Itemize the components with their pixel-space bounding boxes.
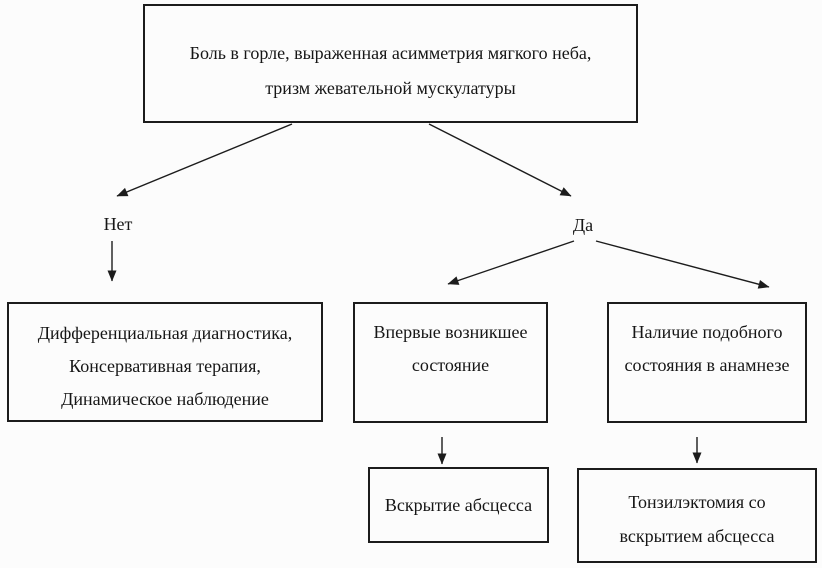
arrow-yes-to-first-episode	[447, 240, 575, 285]
node-text-line: Консервативная терапия,	[69, 356, 261, 376]
arrow-yes-to-history	[595, 240, 770, 289]
arrow-symptoms-to-yes	[428, 123, 572, 197]
node-first-episode: Впервые возникшее состояние	[353, 302, 548, 423]
node-text-line: Тонзилэктомия со	[628, 492, 766, 512]
node-text-line: Наличие подобного	[631, 322, 783, 342]
node-differential-diagnostics: Дифференциальная диагностика, Консервати…	[7, 302, 323, 422]
branch-label-yes: Да	[572, 215, 594, 235]
branch-label-no: Нет	[103, 214, 133, 234]
node-text-line: состояния в анамнезе	[624, 355, 790, 375]
node-text-line: Боль в горле, выраженная асимметрия мягк…	[189, 43, 592, 63]
node-text-line: Динамическое наблюдение	[61, 389, 269, 409]
node-abscess-opening: Вскрытие абсцесса	[368, 467, 549, 543]
node-text-line: состояние	[411, 355, 490, 375]
node-text-line: Вскрытие абсцесса	[384, 494, 533, 515]
node-text-line: вскрытием абсцесса	[619, 526, 775, 546]
node-text-line: Дифференциальная диагностика,	[37, 323, 293, 343]
node-tonsillectomy: Тонзилэктомия со вскрытием абсцесса	[577, 468, 817, 563]
node-text-line: Впервые возникшее	[373, 322, 528, 342]
node-symptoms: Боль в горле, выраженная асимметрия мягк…	[143, 4, 638, 123]
node-history-in-anamnesis: Наличие подобного состояния в анамнезе	[607, 302, 807, 423]
arrow-symptoms-to-no	[116, 123, 293, 197]
node-text-line: тризм жевательной мускулатуры	[265, 78, 516, 98]
